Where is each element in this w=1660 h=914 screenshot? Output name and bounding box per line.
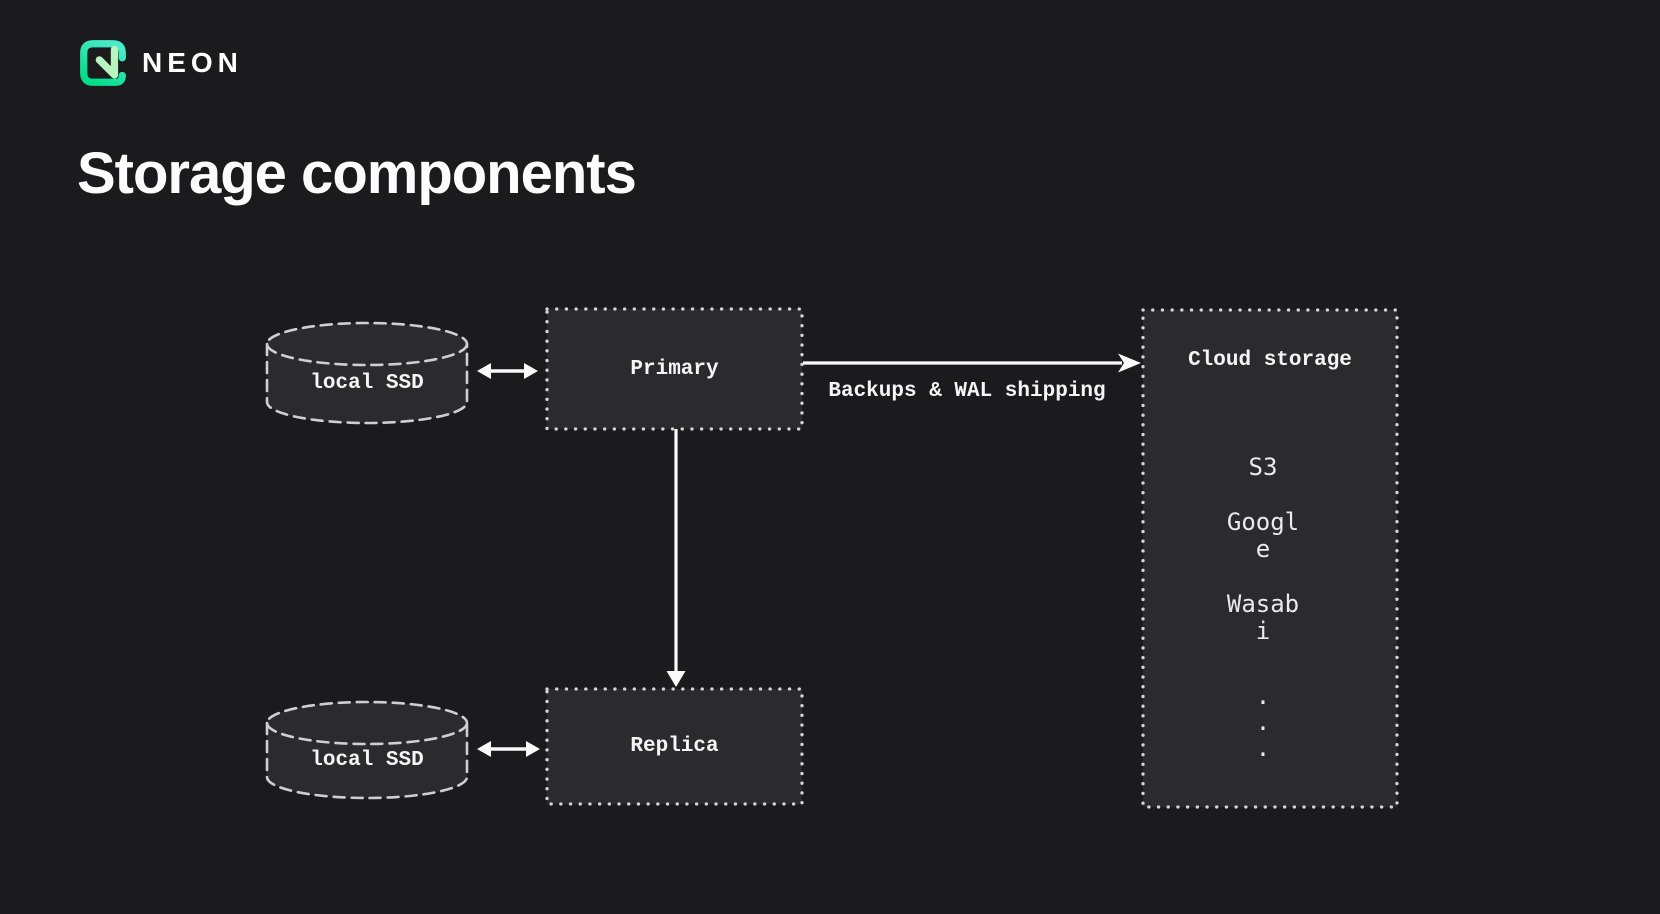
page-title: Storage components — [77, 141, 637, 206]
local-ssd-bottom-cylinder — [265, 700, 469, 800]
ellipsis-dot: . — [1255, 682, 1271, 710]
brand-logo: NEON — [78, 38, 243, 88]
cloud-storage-box — [1141, 308, 1399, 809]
replica-label: Replica — [630, 735, 719, 758]
neon-wordmark: NEON — [142, 47, 243, 78]
cloud-storage-title: Cloud storage — [1188, 349, 1352, 372]
provider-wasabi: Wasabi — [1226, 590, 1300, 645]
arrow-primary-replica — [666, 429, 686, 687]
backups-wal-label: Backups & WAL shipping — [828, 380, 1106, 403]
replica-box — [545, 687, 804, 806]
provider-s3: S3 — [1248, 453, 1278, 481]
arrow-ssd-replica — [477, 741, 540, 757]
ellipsis-dot: . — [1255, 708, 1271, 736]
local-ssd-top-label: local SSD — [310, 371, 424, 395]
logo-frame — [80, 40, 126, 86]
primary-label: Primary — [630, 357, 719, 381]
logo-n-stroke — [95, 45, 119, 79]
primary-box — [545, 307, 804, 431]
arrow-primary-cloud — [803, 353, 1141, 373]
local-ssd-top-cylinder — [265, 321, 469, 425]
local-ssd-bottom-label: local SSD — [310, 748, 424, 772]
ellipsis: . . . — [1256, 683, 1270, 761]
ellipsis-dot: . — [1255, 734, 1271, 762]
neon-logomark-icon — [80, 40, 126, 86]
arrow-ssd-primary — [477, 363, 538, 379]
provider-google: Google — [1226, 508, 1300, 563]
cloud-provider-list: S3 Google Wasabi . . . — [1224, 453, 1302, 762]
